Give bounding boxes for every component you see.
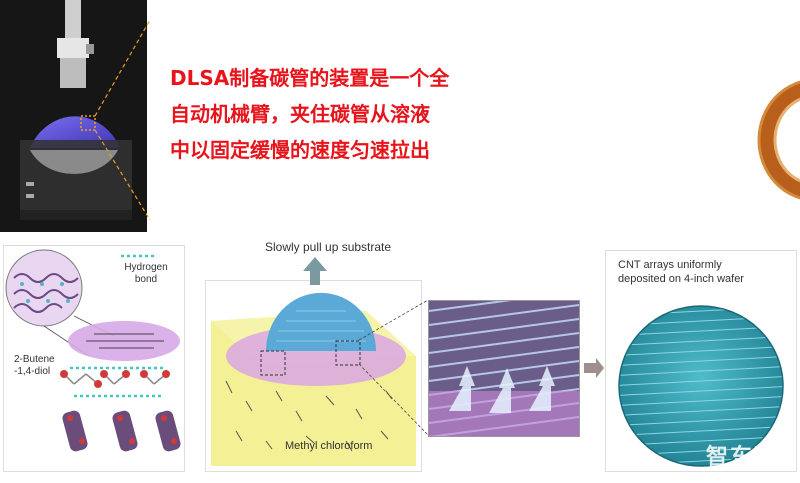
wafer-drawing: [618, 305, 784, 467]
alignment-zoom-panel: [428, 300, 580, 437]
right-arrow-icon: [584, 358, 604, 378]
caption-line-2: 自动机械臂，夹住碳管从溶液: [170, 102, 430, 126]
solvent-label: Methyl chloroform: [285, 440, 373, 452]
device-photo: [0, 0, 147, 232]
caption-line-3: 中以固定缓慢的速度匀速拉出: [170, 138, 430, 162]
substrate-drawing: [211, 292, 416, 466]
alignment-zoom-drawing: [429, 301, 579, 436]
wafer-panel: CNT arrays uniformly deposited on 4-inch…: [605, 250, 797, 472]
hydrogen-bond-label: Hydrogen bond: [124, 262, 168, 285]
caption-line-1: DLSA制备碳管的装置是一个全: [170, 66, 450, 90]
watermark-logo: 智东西: [705, 445, 778, 470]
substrate-panel: [205, 280, 422, 472]
butene-label-1: 2-Butene: [14, 354, 55, 365]
wafer-label-1: CNT arrays uniformly: [618, 259, 722, 271]
butene-label-2: -1,4-diol: [14, 366, 51, 377]
caption-text: DLSA制备碳管的装置是一个全 自动机械臂，夹住碳管从溶液 中以固定缓慢的速度匀…: [170, 60, 550, 168]
wafer-label-2: deposited on 4-inch wafer: [618, 273, 744, 285]
cnt-coil-photo: [757, 80, 800, 200]
pull-up-arrow-icon: [303, 257, 327, 285]
molecule-panel: Hydrogen bond 2-Butene -1,4-diol: [3, 245, 185, 472]
device-photo-drawing: [0, 0, 147, 232]
pull-up-label: Slowly pull up substrate: [265, 240, 392, 254]
molecule-drawing: [5, 249, 181, 452]
